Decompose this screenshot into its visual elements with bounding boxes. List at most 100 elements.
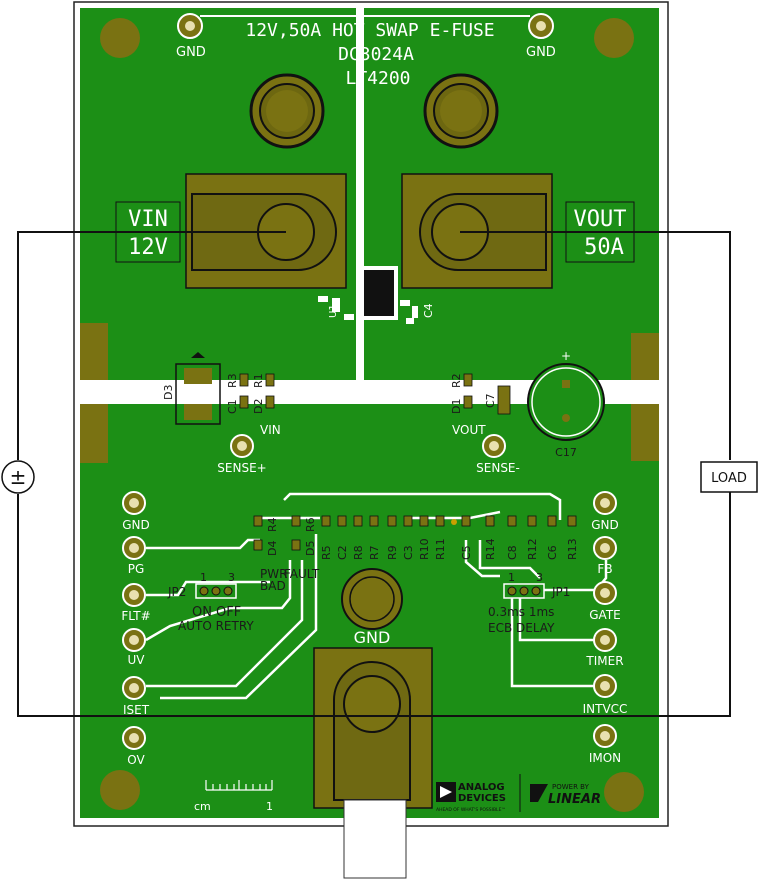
refdes-r10: R10 — [418, 538, 431, 560]
capacitor-c17: + — [527, 349, 605, 441]
jp2-desc: AUTO RETRY — [178, 619, 254, 633]
jp2-pin3: 3 — [228, 571, 235, 584]
label-right-fb: FB — [597, 562, 612, 576]
logo-linear-main: LINEAR — [548, 792, 601, 807]
turret-sense-minus[interactable] — [482, 434, 506, 458]
logo-adi-line2: DEVICES — [458, 793, 506, 804]
label-gnd-top-left: GND — [176, 45, 206, 60]
signal-traces — [145, 492, 608, 700]
refdes-r8: R8 — [352, 545, 365, 560]
vin-smd-parts — [239, 373, 275, 409]
vout-value: 50A — [584, 235, 624, 260]
refdes-r4: R4 — [266, 517, 279, 532]
label-left-gnd: GND — [122, 518, 150, 532]
jumper-jp1[interactable] — [503, 583, 545, 599]
vout-smd-parts — [463, 373, 511, 415]
refdes-d4: D4 — [266, 541, 279, 556]
turret-right-imon[interactable] — [593, 724, 617, 748]
jumper-jp2[interactable] — [195, 583, 237, 599]
ic-u1-lt4200 — [358, 266, 398, 320]
mount-hole-tl — [100, 18, 140, 58]
label-right-intvcc: INTVCC — [583, 702, 628, 716]
refdes-c17: C17 — [555, 446, 577, 459]
scale-unit: cm — [194, 800, 211, 813]
refdes-d2: D2 — [252, 399, 265, 414]
voltage-source — [1, 460, 35, 494]
refdes-r2: R2 — [450, 373, 463, 388]
u1-small-parts — [318, 296, 418, 324]
label-right-imon: IMON — [589, 751, 621, 765]
refdes-c1: C1 — [226, 399, 239, 414]
label-left-ov: OV — [127, 753, 145, 767]
turret-left-uv[interactable] — [122, 628, 146, 652]
turret-right-gate[interactable] — [593, 581, 617, 605]
board-title-line2: DC3024A — [338, 44, 414, 65]
mount-hole-br — [604, 772, 644, 812]
refdes-r13: R13 — [566, 538, 579, 560]
linear-logo — [530, 784, 548, 802]
terminal-round-right[interactable] — [423, 73, 499, 149]
turret-left-flt[interactable] — [122, 583, 146, 607]
refdes-c6: C6 — [546, 545, 559, 560]
turret-gnd-top-right[interactable] — [528, 13, 554, 39]
vin-value: 12V — [128, 235, 168, 260]
refdes-u1: U1 — [328, 304, 339, 318]
center-split — [356, 8, 364, 380]
turret-right-timer[interactable] — [593, 628, 617, 652]
jp1-pin1: 1 — [508, 571, 515, 584]
turret-left-pg[interactable] — [122, 536, 146, 560]
scale-end: 1 — [266, 800, 273, 813]
label-right-gnd: GND — [591, 518, 619, 532]
refdes-c3: C3 — [402, 545, 415, 560]
terminal-round-gnd[interactable] — [341, 568, 403, 630]
refdes-d3: D3 — [162, 385, 175, 400]
label-gnd-top-right: GND — [526, 45, 556, 60]
refdes-r9: R9 — [386, 545, 399, 560]
refdes-r7: R7 — [368, 545, 381, 560]
turret-left-gnd[interactable] — [122, 491, 146, 515]
scale-bar — [205, 780, 273, 791]
label-vin-sense: VIN — [260, 423, 281, 437]
component-row — [253, 515, 577, 551]
jp1-desc: ECB DELAY — [488, 621, 555, 635]
refdes-c2: C2 — [336, 545, 349, 560]
label-sense-plus: SENSE+ — [217, 461, 266, 475]
board-title-line3: LT4200 — [345, 68, 410, 89]
turret-right-intvcc[interactable] — [593, 674, 617, 698]
turret-right-fb[interactable] — [593, 536, 617, 560]
mount-hole-tr — [594, 18, 634, 58]
logo-linear-top: POWER BY — [552, 783, 590, 791]
mount-hole-bl — [100, 770, 140, 810]
refdes-d5: D5 — [304, 541, 317, 556]
load-label: LOAD — [711, 471, 747, 486]
label-bad: BAD — [260, 579, 286, 593]
label-sense-minus: SENSE- — [476, 461, 520, 475]
turret-sense-plus[interactable] — [230, 434, 254, 458]
label-vout-sense: VOUT — [452, 423, 486, 437]
refdes-r6: R6 — [304, 517, 317, 532]
turret-left-iset[interactable] — [122, 676, 146, 700]
vin-label: VIN — [128, 207, 168, 232]
turret-right-gnd[interactable] — [593, 491, 617, 515]
via-dot — [451, 519, 457, 525]
svg-text:+: + — [561, 349, 571, 363]
label-gnd-big: GND — [354, 628, 391, 647]
terminal-round-left[interactable] — [249, 73, 325, 149]
label-right-gate: GATE — [589, 608, 621, 622]
jp2-pin1: 1 — [200, 571, 207, 584]
diode-d3 — [175, 352, 221, 425]
turret-gnd-top-left[interactable] — [177, 13, 203, 39]
label-fault: FAULT — [284, 567, 320, 581]
label-pwr: PWR — [260, 567, 287, 581]
refdes-r11: R11 — [434, 538, 447, 560]
lug-gnd[interactable] — [313, 647, 433, 809]
label-left-pg: PG — [128, 562, 145, 576]
jp1-options: 0.3ms 1ms — [488, 605, 554, 619]
refdes-c8: C8 — [506, 545, 519, 560]
load-box — [700, 461, 758, 493]
refdes-r14: R14 — [484, 538, 497, 560]
label-left-flt: FLT# — [121, 609, 150, 623]
turret-left-ov[interactable] — [122, 726, 146, 750]
label-right-timer: TIMER — [585, 654, 623, 668]
